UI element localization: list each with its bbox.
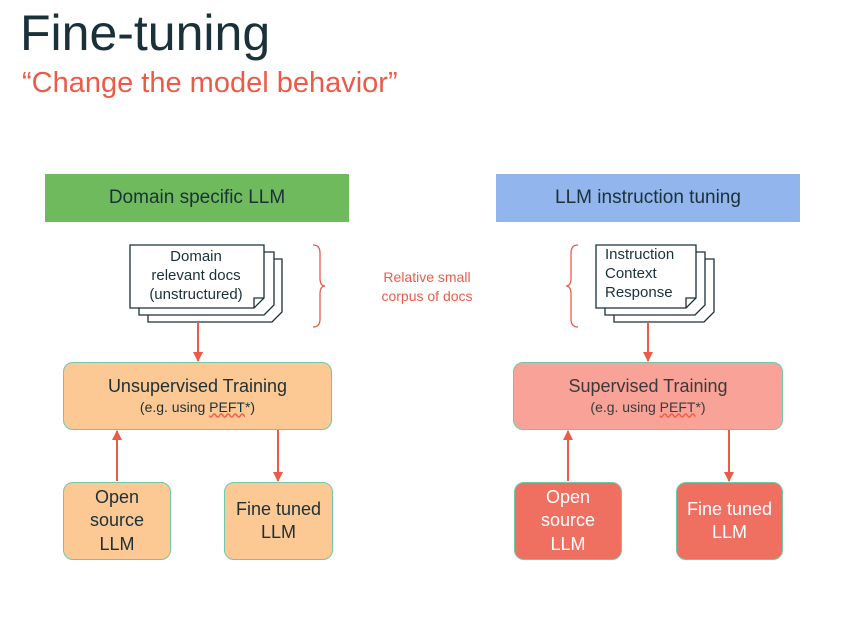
- document-stack-right: [595, 244, 715, 323]
- brace-right-of-left-docs: [312, 244, 326, 328]
- model-line: Open: [94, 486, 140, 507]
- docs-line: Domain: [170, 248, 222, 265]
- brace-left-of-right-docs: [565, 244, 579, 328]
- docs-line: Context: [605, 264, 657, 282]
- model-line: LLM: [711, 522, 747, 542]
- docs-line: (unstructured): [149, 285, 243, 303]
- peft-term: PEFT: [209, 398, 245, 415]
- note-suffix: *): [695, 398, 706, 415]
- domain-specific-llm-header: Domain specific LLM: [45, 174, 349, 222]
- corpus-note-line: corpus of docs: [381, 287, 473, 304]
- model-line: LLM: [550, 533, 586, 554]
- docs-line: Response: [605, 283, 673, 301]
- page-title: Fine-tuning: [20, 5, 271, 61]
- instruction-tuning-header: LLM instruction tuning: [496, 174, 800, 222]
- supervised-training-box: Supervised Training (e.g. using PEFT*): [513, 362, 783, 430]
- page-subtitle: “Change the model behavior”: [22, 67, 398, 99]
- docs-line: relevant docs: [151, 266, 241, 284]
- model-line: source: [540, 510, 596, 531]
- open-source-llm-box-right: Open source LLM: [514, 482, 622, 560]
- corpus-note-line: Relative small: [383, 269, 471, 285]
- training-title: Unsupervised Training: [107, 376, 288, 397]
- training-note: (e.g. using PEFT*): [590, 398, 705, 416]
- model-line: Fine tuned: [235, 498, 322, 519]
- model-line: Fine tuned: [686, 498, 773, 519]
- note-prefix: (e.g. using: [590, 398, 660, 415]
- peft-term: PEFT: [659, 398, 696, 415]
- model-line: source: [89, 510, 145, 531]
- model-line: LLM: [99, 533, 135, 554]
- note-prefix: (e.g. using: [139, 398, 210, 415]
- note-suffix: *): [244, 398, 256, 415]
- domain-docs-label: Domain relevant docs (unstructured): [132, 248, 260, 304]
- unsupervised-training-box: Unsupervised Training (e.g. using PEFT*): [63, 362, 332, 430]
- fine-tuned-llm-box-right: Fine tuned LLM: [676, 482, 783, 560]
- fine-tuned-llm-box-left: Fine tuned LLM: [224, 482, 333, 560]
- corpus-note: Relative small corpus of docs: [362, 268, 492, 306]
- docs-line: Instruction: [605, 246, 675, 263]
- model-line: Open: [545, 486, 591, 507]
- instruction-docs-label: Instruction Context Response: [605, 246, 705, 302]
- training-title: Supervised Training: [568, 376, 728, 397]
- open-source-llm-box-left: Open source LLM: [63, 482, 171, 560]
- training-note: (e.g. using PEFT*): [140, 398, 255, 416]
- document-stack-left: [129, 244, 283, 323]
- model-line: LLM: [260, 522, 296, 542]
